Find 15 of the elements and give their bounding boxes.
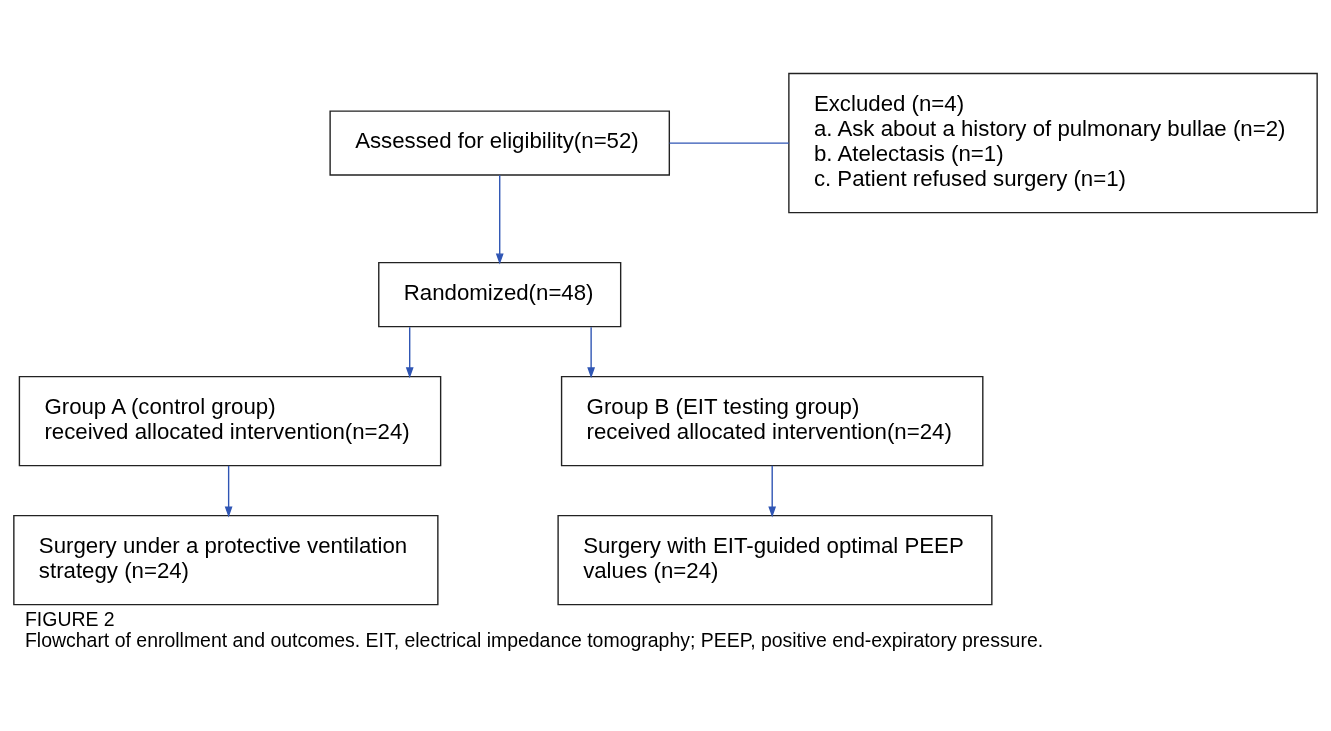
node-box: Surgery with EIT-guided optimal PEEP values (n=24) — [557, 514, 993, 606]
diagram-title: FIGURE 2 — [24, 607, 115, 630]
arrow — [587, 326, 595, 379]
node-box: Excluded (n=4) a. Ask about a history of pulmonary bullae (n=2) b. Atelectasis (n=1) c. Patient refused surgery (n=1) — [788, 72, 1318, 214]
arrow — [224, 465, 233, 518]
node-box: Surgery under a protective ventilation strategy (n=24) — [13, 514, 439, 606]
node-box: Randomized(n=48) — [378, 261, 622, 328]
arrow — [768, 465, 777, 518]
arrow — [495, 174, 504, 265]
node-box: Assessed for eligibility(n=52) — [329, 110, 670, 176]
node-box: Group B (EIT testing group) received allocated intervention(n=24) — [560, 375, 984, 467]
node-box: Group A (control group) received allocated intervention(n=24) — [18, 375, 442, 467]
arrow — [405, 326, 414, 379]
connector — [668, 142, 790, 144]
caption: Flowchart of enrollment and outcomes. EIT, electrical impedance tomography; PEEP, positive end-expiratory pressure. — [24, 628, 1044, 651]
